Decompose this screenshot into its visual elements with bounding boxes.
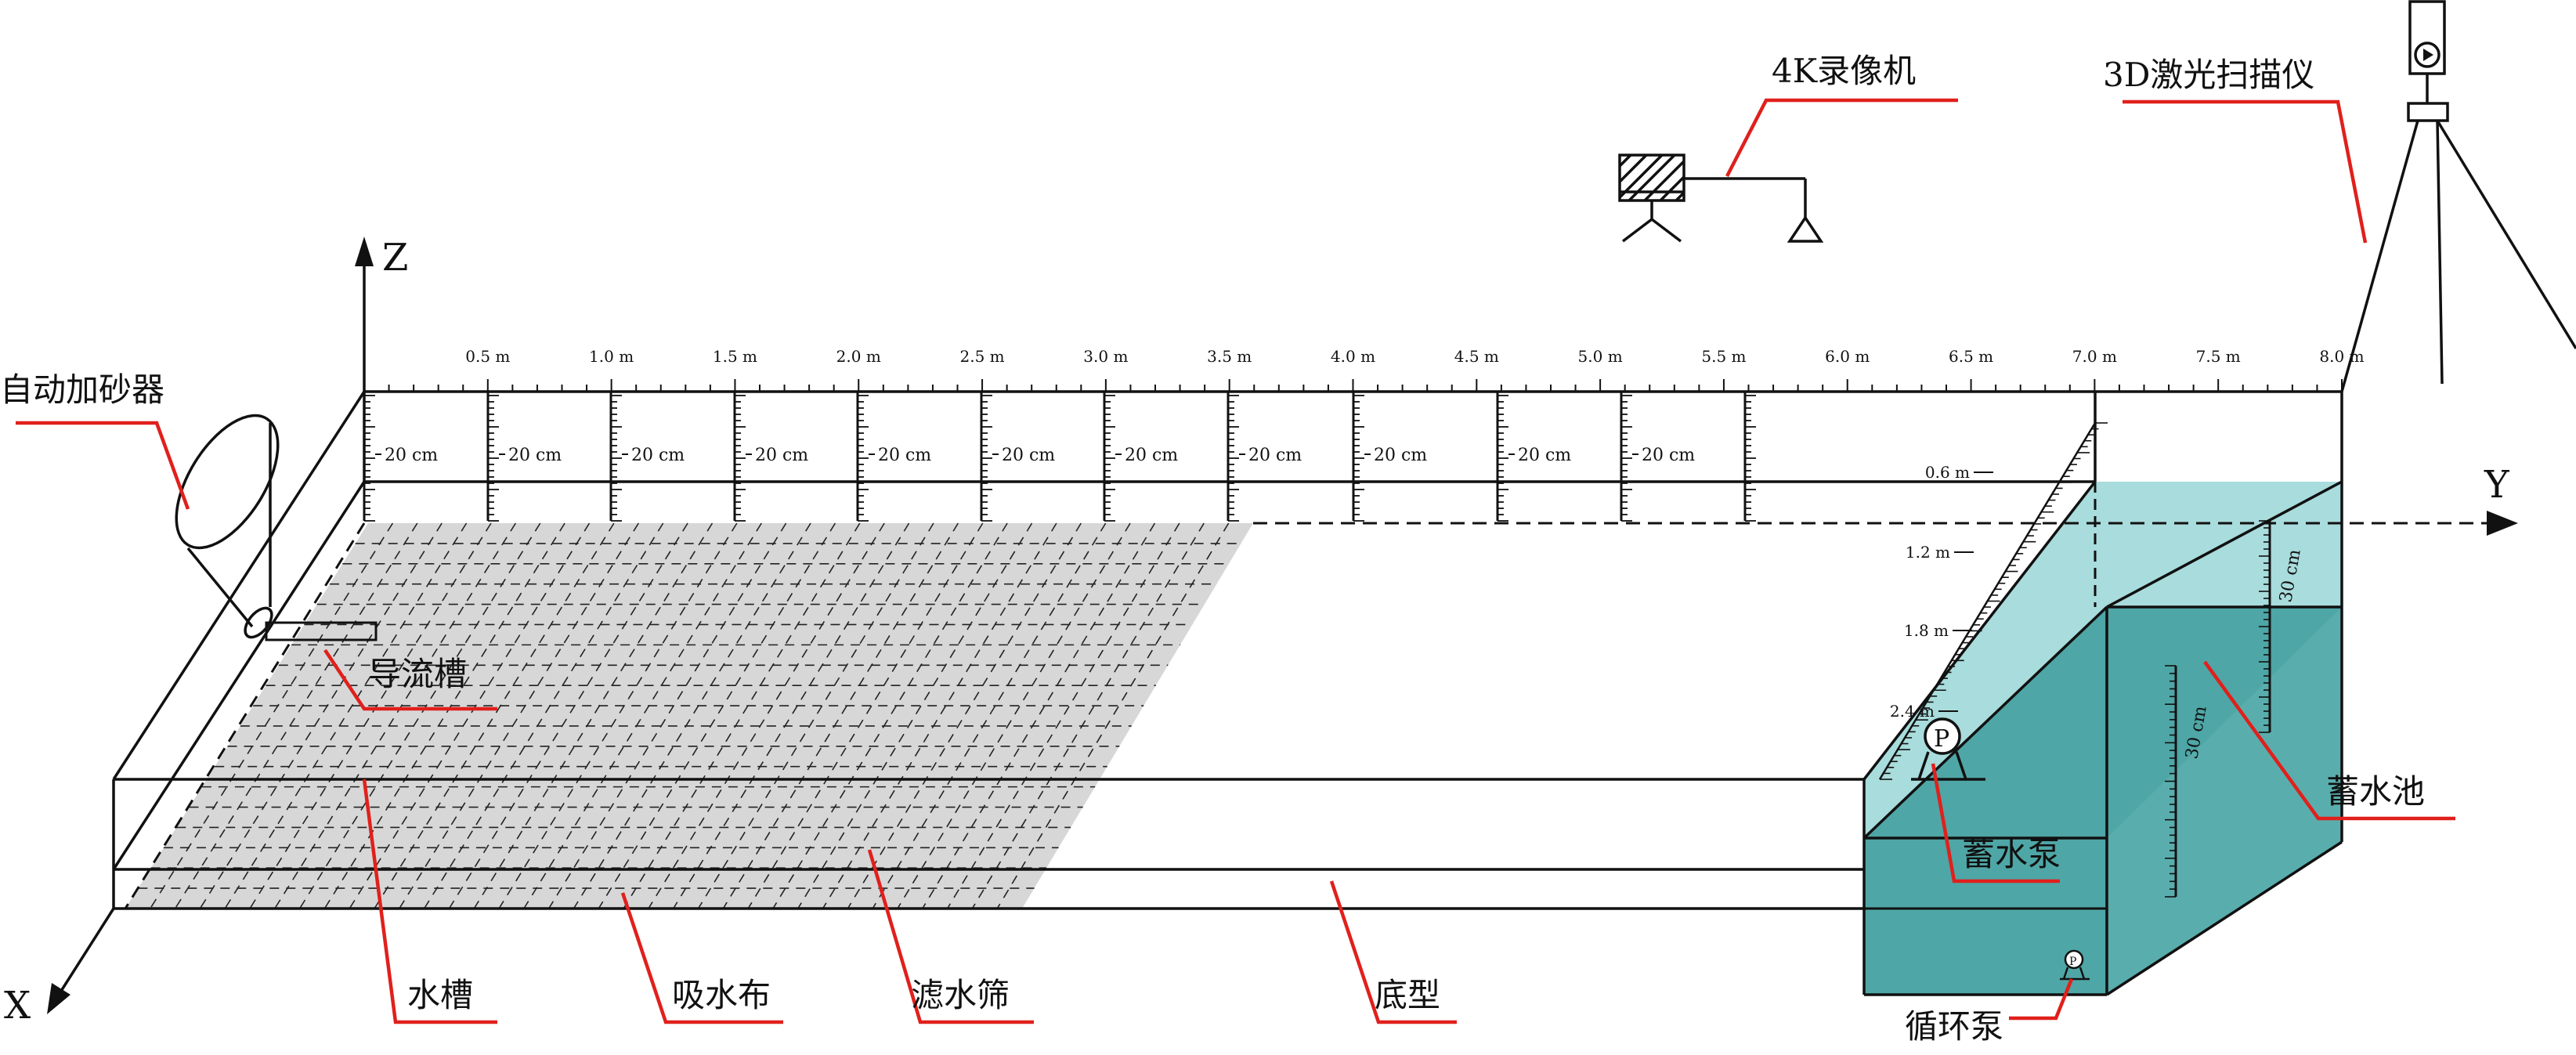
- grid-line-v: [996, 522, 1230, 909]
- gauge-label: 20 cm: [1374, 446, 1427, 465]
- circulation-pump-symbol: P: [2069, 956, 2076, 968]
- grid-line-v: [946, 522, 1180, 909]
- gauge: [1743, 392, 1756, 522]
- grid-line-v: [971, 522, 1205, 909]
- grid-line-v: [323, 522, 565, 909]
- y-axis-arrow: [2487, 511, 2518, 536]
- scale-tick-label: 6.5 m: [1949, 347, 1993, 366]
- gauge-label: 20 cm: [755, 446, 808, 465]
- x-axis-label: X: [4, 984, 31, 1028]
- circulation-pump-label: 循环泵: [1905, 1007, 2003, 1046]
- camera-icon: [1618, 154, 1824, 243]
- filter-screen-area: [125, 523, 1253, 909]
- gauge: 20 cm: [609, 392, 685, 522]
- z-axis-arrow: [355, 237, 374, 266]
- storage-pump-symbol: P: [1934, 725, 1949, 753]
- y-axis-label: Y: [2484, 463, 2510, 507]
- gauge-label: 20 cm: [385, 446, 438, 465]
- scale-tick-label: 4.5 m: [1454, 347, 1499, 366]
- grid-line-v: [797, 522, 1033, 909]
- circulation-pump-icon: [2060, 949, 2090, 981]
- gauge: 20 cm: [1620, 392, 1695, 522]
- camera-label: 4K录像机: [1772, 52, 1916, 90]
- grid-line-v: [298, 522, 541, 909]
- filter-screen-label: 滤水筛: [911, 976, 1010, 1014]
- grid-line-v: [822, 522, 1057, 909]
- flume-hidden-edge: [124, 522, 366, 909]
- z-axis-label: Z: [382, 236, 408, 280]
- grid-line-v: [772, 522, 1008, 909]
- gauge-label: 20 cm: [878, 446, 931, 465]
- sand-feeder-label: 自动加砂器: [0, 370, 164, 409]
- gauge-label: 20 cm: [1248, 446, 1302, 465]
- scale-tick-label: 8.0 m: [2319, 347, 2364, 366]
- grid-line-v: [249, 522, 492, 909]
- gauge: 20 cm: [1103, 392, 1178, 522]
- depth-scale: 0.6 m 1.2 m 1.8 m 2.4 m: [1878, 422, 2108, 780]
- guide-channel-label: 导流槽: [368, 655, 467, 693]
- reservoir-tank: [1862, 480, 2343, 996]
- scale-tick-label: 0.5 m: [465, 347, 510, 366]
- gauge: 20 cm: [1496, 392, 1571, 522]
- grid-line-v: [199, 522, 443, 909]
- gauge: 20 cm: [856, 392, 931, 522]
- depth-tick-label: 0.6 m: [1925, 463, 1970, 482]
- storage-pump-icon: [1911, 717, 1985, 781]
- grid-line-v: [174, 522, 418, 909]
- leader-lines: [16, 98, 2455, 1024]
- storage-pump-label: 蓄水泵: [1962, 835, 2061, 873]
- gauge-label: 20 cm: [508, 446, 562, 465]
- scale-tick-label: 2.0 m: [836, 347, 881, 366]
- scale-tick-label: 5.0 m: [1578, 347, 1623, 366]
- grid-line-v: [897, 522, 1131, 909]
- scanner-label: 3D激光扫描仪: [2103, 56, 2314, 94]
- x-axis-arrow: [47, 983, 70, 1014]
- grid-line-v: [274, 522, 517, 909]
- water-gauges: 20 cm 20 cm 20 cm 20 cm 20 cm 20 cm 20 cm 20 cm…: [363, 392, 1756, 522]
- depth-tick-label: 1.8 m: [1904, 621, 1949, 640]
- depth-tick-label: 1.2 m: [1906, 543, 1950, 562]
- filter-screen-grid: [138, 522, 1241, 909]
- gauge: 20 cm: [980, 392, 1055, 522]
- length-scale: 0.5 m 1.0 m 1.5 m 2.0 m 2.5 m 3.0 m 3.5 m 4.0 m…: [363, 347, 2365, 392]
- scale-tick-label: 3.5 m: [1207, 347, 1252, 366]
- scale-tick-label: 1.0 m: [589, 347, 634, 366]
- scale-tick-label: 7.0 m: [2072, 347, 2117, 366]
- gauge-label: 20 cm: [1642, 446, 1695, 465]
- laser-scanner-icon: [2340, 0, 2576, 392]
- guide-channel: [265, 621, 378, 641]
- gauge: 20 cm: [486, 392, 562, 522]
- gauge-label: 20 cm: [1125, 446, 1178, 465]
- grid-line-v: [224, 522, 468, 909]
- bed-model-label: 底型: [1375, 976, 1440, 1014]
- absorbent-cloth-label: 吸水布: [672, 976, 771, 1014]
- scale-tick-label: 2.5 m: [959, 347, 1004, 366]
- gauge-label: 20 cm: [1518, 446, 1571, 465]
- sand-feeder-icon: [175, 414, 280, 639]
- gauge: 20 cm: [363, 392, 438, 522]
- scale-tick-label: 7.5 m: [2196, 347, 2241, 366]
- flume-label: 水槽: [407, 976, 473, 1014]
- gauge: 20 cm: [1227, 392, 1302, 522]
- scale-tick-label: 6.0 m: [1825, 347, 1870, 366]
- x-axis-line: [57, 908, 115, 995]
- scale-tick-label: 1.5 m: [713, 347, 757, 366]
- reservoir-label: 蓄水池: [2326, 772, 2425, 811]
- grid-line-v: [922, 522, 1156, 909]
- grid-line-v: [150, 522, 394, 909]
- gauge-label: 20 cm: [1002, 446, 1055, 465]
- scale-tick-label: 5.5 m: [1701, 347, 1746, 366]
- gauge: 20 cm: [733, 392, 808, 522]
- gauge-label: 20 cm: [631, 446, 685, 465]
- grid-line-v: [872, 522, 1107, 909]
- scale-tick-label: 4.0 m: [1331, 347, 1375, 366]
- scale-tick-label: 3.0 m: [1083, 347, 1128, 366]
- gauge: 20 cm: [1352, 392, 1427, 522]
- depth-tick-label: 2.4 m: [1890, 702, 1935, 721]
- grid-line-v: [847, 522, 1082, 909]
